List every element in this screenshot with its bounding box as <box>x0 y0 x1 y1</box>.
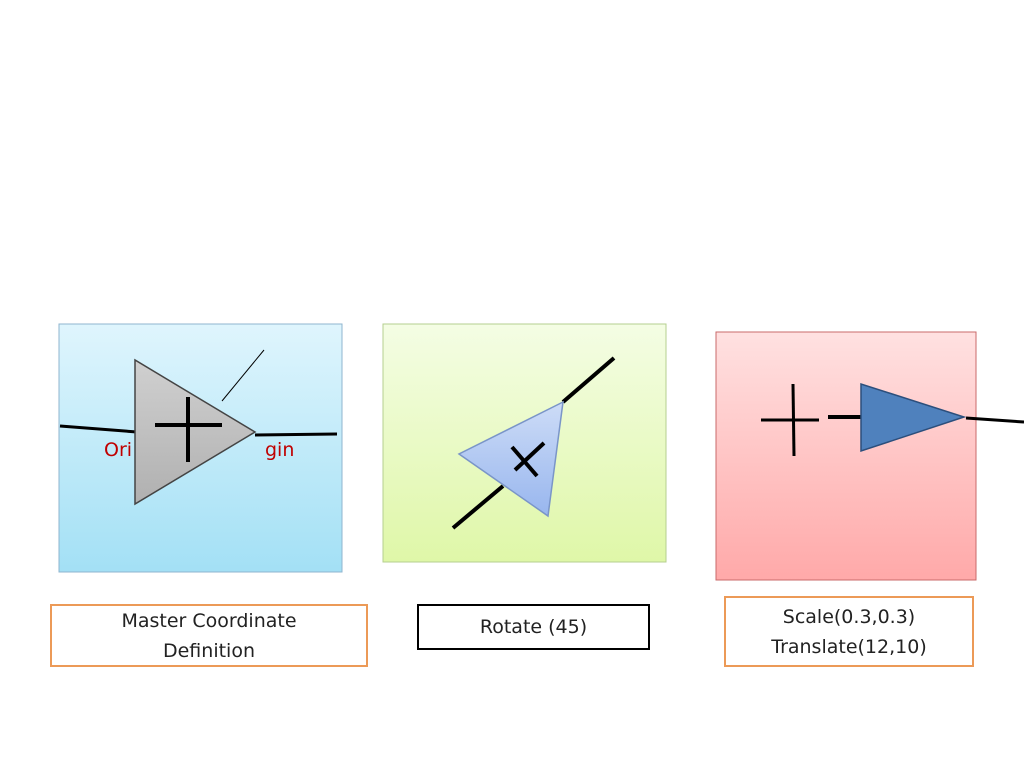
master-caption-line-1: Master Coordinate <box>121 609 297 632</box>
rotate-upper-wire <box>561 356 616 404</box>
rotate-lower-wire <box>451 484 505 530</box>
master-coordinate-caption: Master Coordinate Definition <box>50 604 368 667</box>
origin-label-left: Ori <box>104 439 132 461</box>
master-caption-line-2: Definition <box>162 639 255 662</box>
transform-panel-background <box>715 331 977 581</box>
master-panel: Ori gin <box>58 323 343 573</box>
rotate-panel <box>382 323 667 563</box>
transform-panel <box>715 331 1024 581</box>
rotate-caption: Rotate (45) <box>417 604 650 650</box>
rotate-cross-b <box>513 441 546 472</box>
transform-output-wire <box>965 416 1024 424</box>
master-input-wire <box>59 424 138 434</box>
origin-label-right: gin <box>265 439 294 461</box>
transform-dark-blue-triangle <box>860 382 967 453</box>
rotate-light-blue-triangle <box>457 400 564 518</box>
rotate-caption-line-1: Rotate (45) <box>479 616 588 638</box>
transform-caption-line-1: Scale(0.3,0.3) <box>782 605 916 628</box>
master-gray-triangle <box>134 358 257 506</box>
master-diagonal-mark <box>221 349 265 402</box>
transform-cross-vertical <box>791 383 796 457</box>
transform-caption-line-2: Translate(12,10) <box>771 635 927 658</box>
master-output-wire <box>254 432 338 437</box>
scale-translate-caption: Scale(0.3,0.3) Translate(12,10) <box>724 596 974 667</box>
